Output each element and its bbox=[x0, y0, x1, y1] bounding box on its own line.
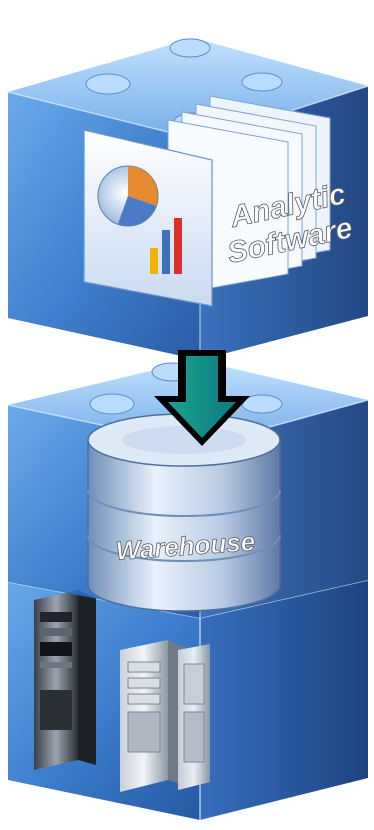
down-arrow-icon bbox=[154, 350, 250, 446]
database-cylinder-icon bbox=[87, 413, 281, 612]
top-cube: Analytic Software bbox=[7, 38, 369, 360]
bar-chart-icon bbox=[150, 218, 182, 274]
server-rack-icon bbox=[34, 590, 210, 792]
report-documents-icon bbox=[83, 95, 331, 307]
pie-chart-icon bbox=[97, 165, 159, 227]
bottom-cube bbox=[7, 579, 369, 820]
bottom-cube-side bbox=[200, 580, 368, 820]
